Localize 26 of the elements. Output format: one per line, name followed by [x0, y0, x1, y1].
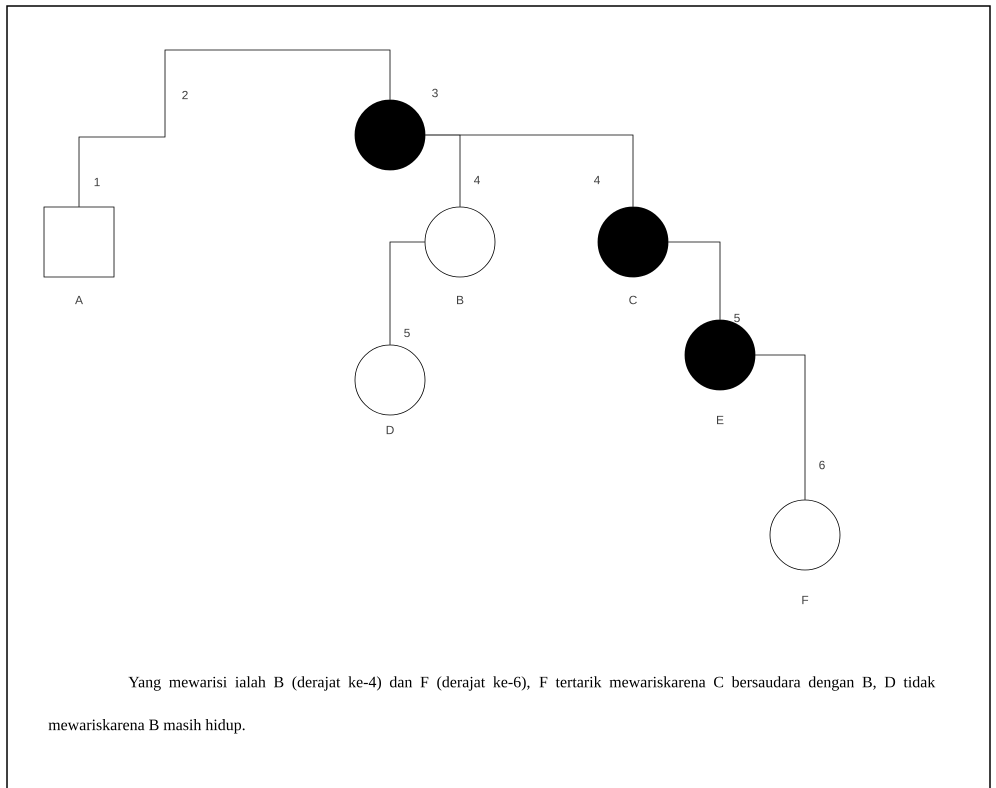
node-label: 5: [734, 314, 740, 322]
node-label: A: [75, 296, 83, 304]
node-label: 3: [432, 88, 438, 98]
pedigree-circle: [770, 500, 840, 570]
connector-line: [390, 242, 425, 345]
connector-line: [78, 50, 390, 207]
pedigree-circle: [424, 206, 496, 278]
node-label: 1: [94, 178, 100, 186]
connector-line: [755, 354, 806, 500]
node-label: E: [717, 416, 724, 424]
node-label: B: [457, 296, 464, 304]
pedigree-square: [44, 206, 114, 278]
node-label: D: [386, 426, 394, 434]
node-label: 4: [594, 176, 600, 184]
node-label: F: [802, 596, 808, 604]
node-label: 6: [819, 460, 825, 470]
filled-circle: [598, 206, 668, 278]
connector-line: [668, 242, 720, 320]
node-label: C: [629, 296, 637, 304]
edge-label: 2: [182, 90, 188, 100]
filled-circle: [354, 100, 426, 170]
pedigree-circle: [354, 344, 426, 416]
node-label: 5: [404, 328, 410, 338]
caption: Yang mewarisi ialah B (derajat ke-4) dan F (derajat ke-6), F tertarik mewariskarena C bersaudara dengan B, D tidak mewariskarena B masih hidup.: [48, 676, 936, 734]
connector-line: [425, 134, 634, 207]
node-label: 4: [474, 176, 480, 184]
